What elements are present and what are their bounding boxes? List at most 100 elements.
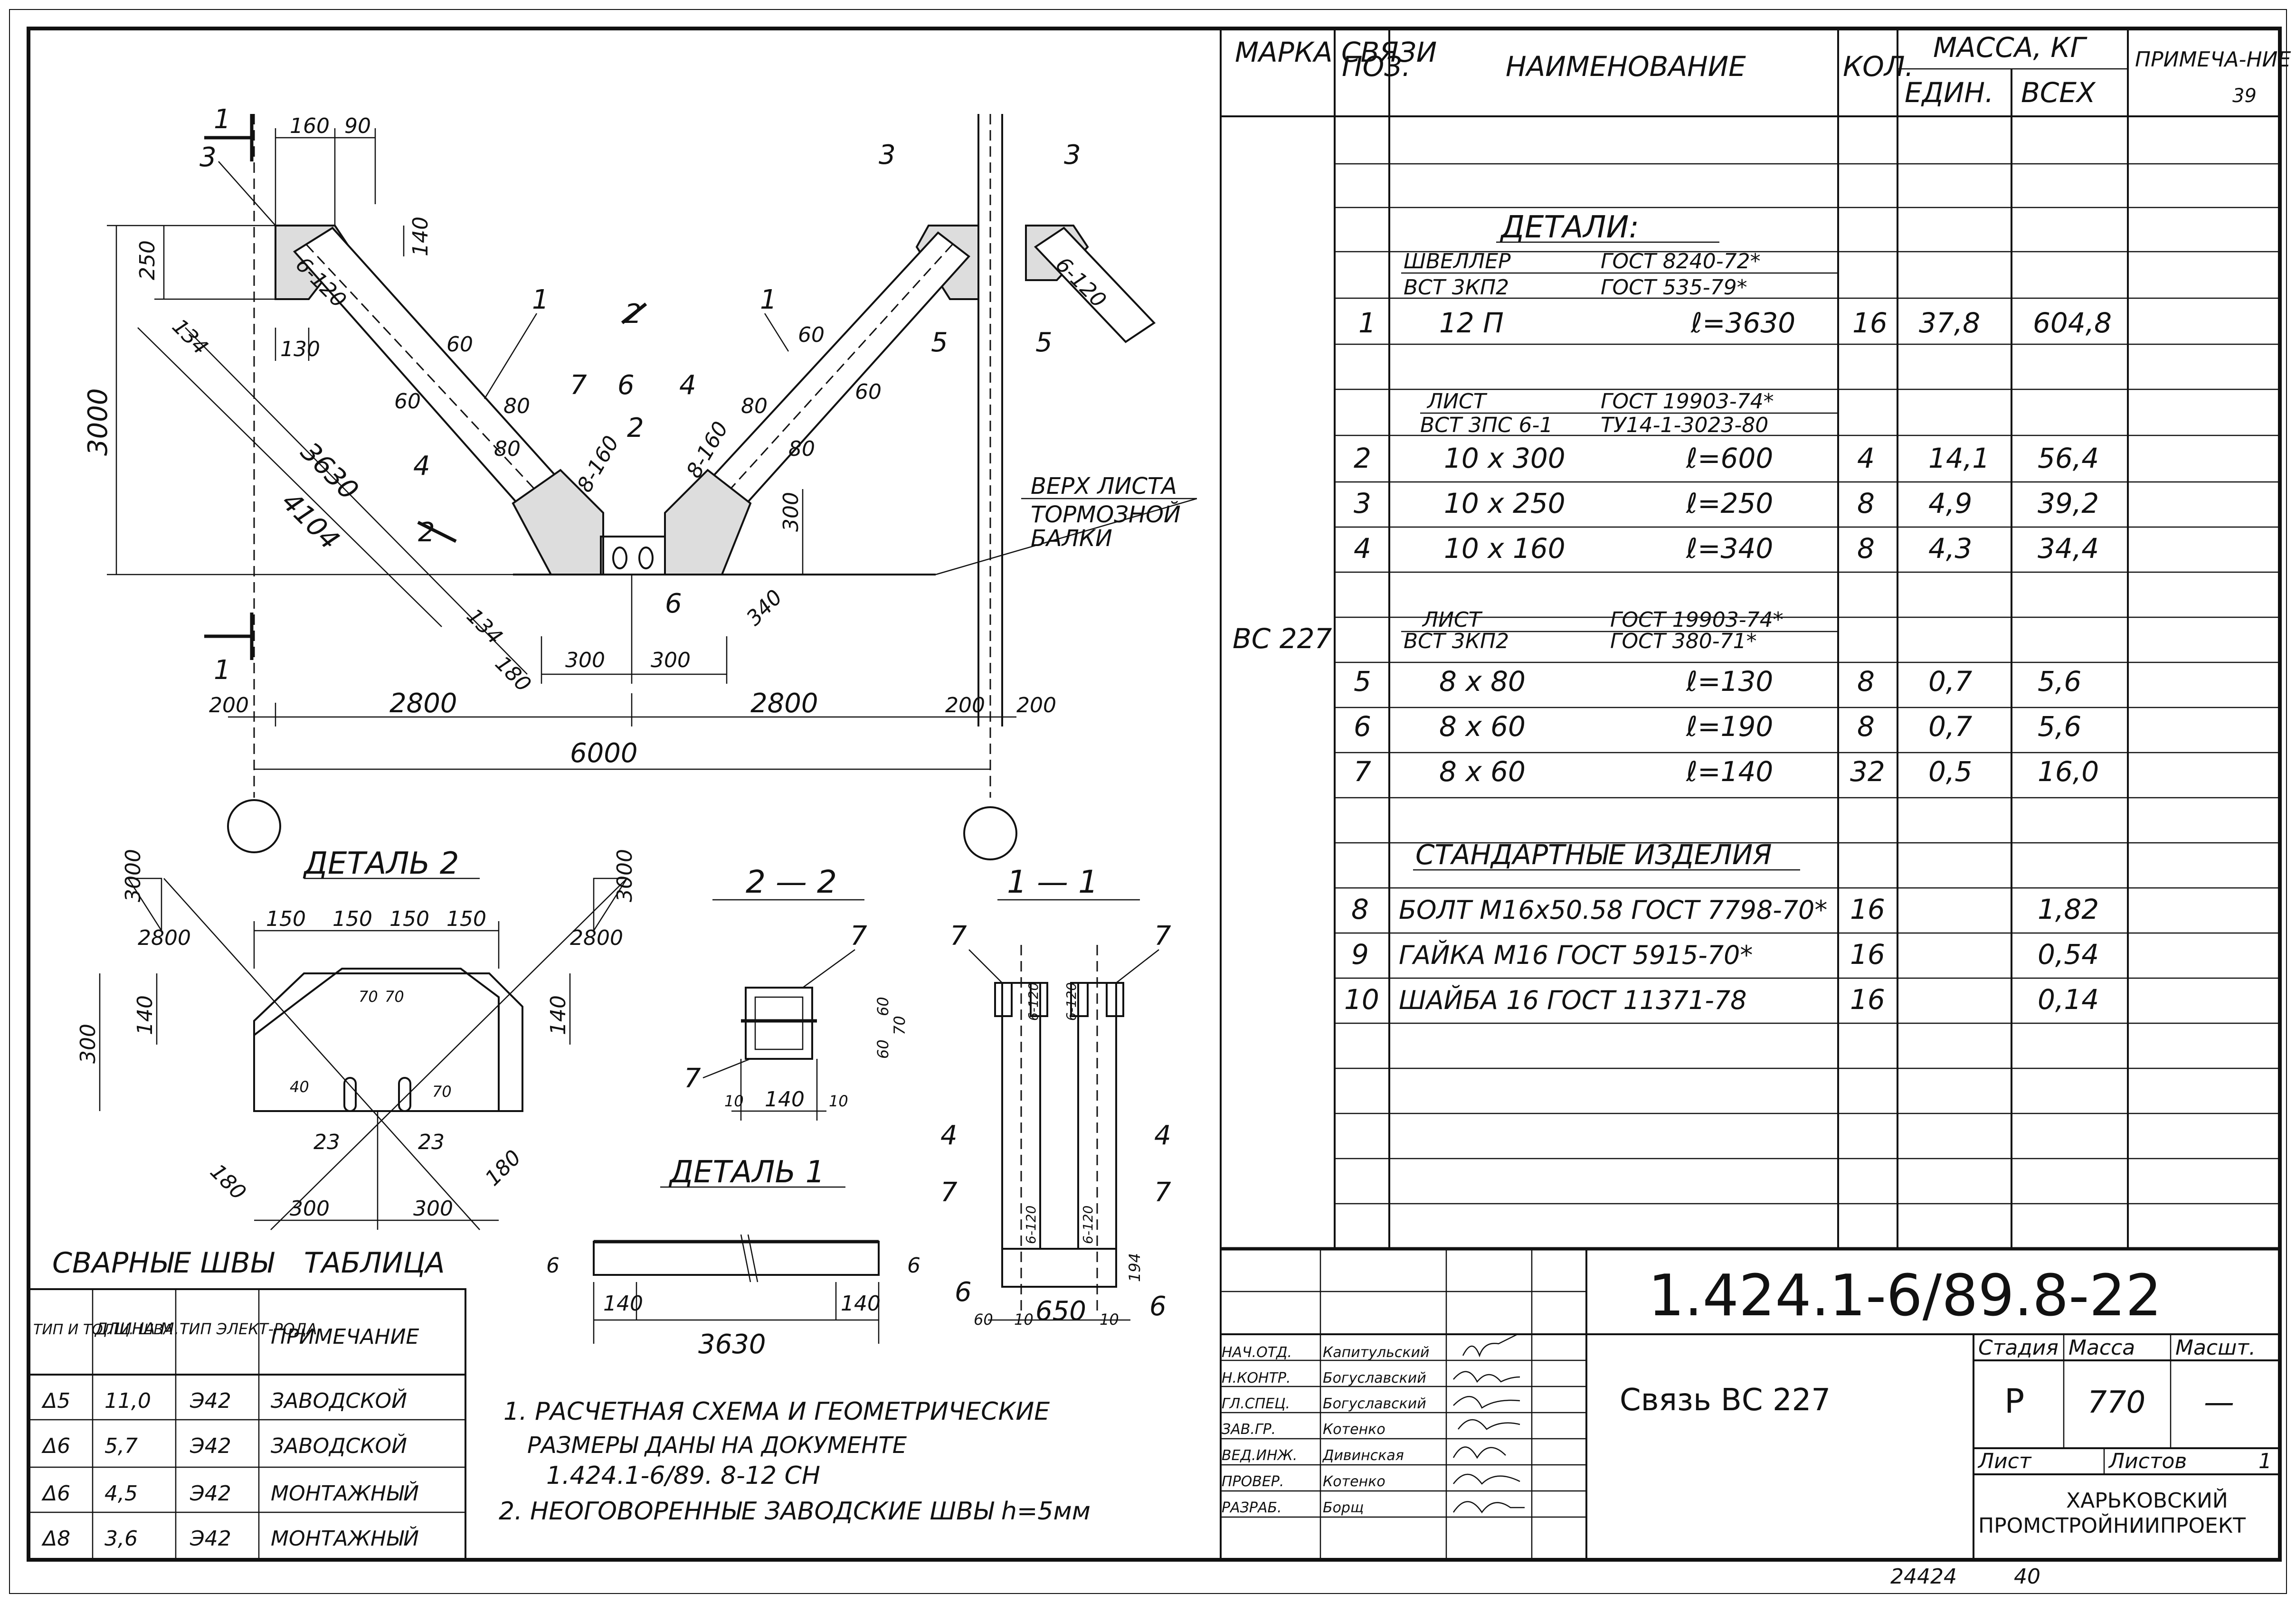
row6-total: 5,6 [2038, 710, 2081, 743]
hdr-name: НАИМЕНОВАНИЕ [1506, 50, 1746, 83]
d2-300-b: 300 [413, 1197, 453, 1221]
signature-2 [1453, 1371, 1520, 1383]
g1-l1-left: ШВЕЛЛЕР [1404, 249, 1511, 273]
row8-pos: 8 [1351, 893, 1369, 925]
sec22-70: 70 [891, 1016, 909, 1035]
sec22-60-b: 60 [874, 1039, 892, 1059]
weld-r2-note: ЗАВОДСКОЙ [271, 1433, 407, 1458]
sec22-pos7-a: 7 [850, 921, 867, 952]
pos-1-left: 1 [532, 284, 549, 315]
sec11-w2: 6-120 [1063, 982, 1079, 1021]
brake-note-1: ВЕРХ ЛИСТА [1031, 473, 1177, 500]
row9-total: 0,54 [2038, 938, 2099, 971]
g2-l2-right: ТУ14-1-3023-80 [1601, 413, 1768, 437]
signature-7 [1452, 1501, 1525, 1514]
weld-r4-note: МОНТАЖНЫЙ [271, 1526, 419, 1551]
sheets-value: 1 [2258, 1449, 2272, 1473]
spec-row-lines [1335, 163, 2280, 1205]
row4-pos: 4 [1354, 532, 1371, 565]
hdr-note-num: 39 [2232, 85, 2257, 107]
dim-3000: 3000 [83, 388, 114, 456]
role-3-name: Богуславский [1323, 1396, 1426, 1412]
footer-left-number: 24424 [1890, 1565, 1957, 1589]
role-6: ПРОВЕР. [1222, 1473, 1284, 1490]
d2-3000-r: 3000 [613, 849, 637, 902]
dim-80-a: 80 [503, 394, 530, 418]
sec11-pos7-tl: 7 [950, 921, 967, 952]
sec11-10-b: 10 [1100, 1311, 1119, 1329]
d1-6-a: 6 [546, 1254, 560, 1278]
d2-300-a: 300 [290, 1197, 330, 1221]
weld-r1-el: Э42 [190, 1389, 231, 1413]
d2-150-b: 150 [332, 907, 372, 931]
dim-80-d: 80 [788, 437, 815, 461]
row9-qty: 16 [1850, 938, 1885, 971]
signature-5 [1452, 1446, 1506, 1459]
dim-134-b: 134 [462, 604, 507, 649]
g1-l2-left: ВСТ 3КП2 [1404, 275, 1509, 300]
sec11-650: 650 [1035, 1296, 1086, 1327]
row7-qty: 32 [1850, 755, 1885, 788]
org-line2: ПРОМСТРОЙНИИПРОЕКТ [1978, 1513, 2246, 1538]
pos-3-right-a: 3 [879, 140, 896, 170]
weld-r2-type: Δ6 [41, 1434, 70, 1458]
welds-hdr-el: ТИП ЭЛЕКТ-РОДА [180, 1320, 317, 1338]
cut-2-bottom: 2 [418, 517, 435, 548]
detail1-channel [593, 1241, 880, 1276]
row5-qty: 8 [1857, 665, 1875, 698]
row2-unit: 14,1 [1928, 442, 1990, 474]
drawing-frame [27, 27, 2282, 1562]
sec22-channel [745, 987, 813, 1060]
sec11-pos7-br: 7 [1154, 1177, 1171, 1208]
role-5: ВЕД.ИНЖ. [1222, 1447, 1297, 1464]
dim-6000: 6000 [570, 738, 638, 769]
g3-l1-left: ЛИСТ [1422, 608, 1483, 632]
hdr-note: ПРИМЕЧА-НИЕ [2135, 47, 2291, 72]
pos-2: 2 [627, 413, 644, 443]
doc-code: 1.424.1-6/89.8-22 [1648, 1263, 2162, 1329]
weld-r1-note: ЗАВОДСКОЙ [271, 1388, 407, 1413]
section-std: СТАНДАРТНЫЕ ИЗДЕЛИЯ [1415, 839, 1772, 871]
scale-label: Масшт. [2175, 1336, 2256, 1360]
dim-300-a: 300 [565, 648, 605, 672]
pos-7: 7 [570, 370, 587, 401]
role-1-name: Капитульский [1323, 1344, 1430, 1361]
hdr-pos: ПОЗ. [1342, 50, 1411, 83]
outer-frame [9, 9, 2287, 1594]
doc-title: Связь ВС 227 [1620, 1383, 1831, 1418]
axis-bubble-right [963, 806, 1017, 860]
d2-3000-l: 3000 [121, 849, 145, 902]
g2-l1-right: ГОСТ 19903-74* [1601, 389, 1774, 414]
weld-r4-el: Э42 [190, 1527, 231, 1551]
dim-250: 250 [135, 240, 160, 280]
note-1-line3: 1.424.1-6/89. 8-12 СН [546, 1462, 820, 1490]
d2-180-l: 180 [205, 1160, 250, 1205]
dim-80-b: 80 [741, 394, 768, 418]
role-list: НАЧ.ОТД. Капитульский Н.КОНТР. Богуславс… [1222, 1344, 1430, 1516]
g3-l2-left: ВСТ 3КП2 [1404, 629, 1509, 653]
cut-1-top: 1 [214, 104, 231, 135]
row3-qty: 8 [1857, 487, 1875, 519]
g2-l2-left: ВСТ 3ПС 6-1 [1420, 413, 1553, 437]
dim-200-l: 200 [209, 693, 249, 717]
specification-table: МАРКА СВЯЗИ ПОЗ. НАИМЕНОВАНИЕ КОЛ. МАССА… [1220, 28, 2291, 1560]
d2-2800-l: 2800 [138, 926, 191, 950]
row5-total: 5,6 [2038, 665, 2081, 698]
row1-len: ℓ=3630 [1690, 307, 1795, 339]
role-5-name: Дивинская [1322, 1447, 1404, 1464]
role-4-name: Котенко [1323, 1421, 1385, 1438]
axis-bubble-left [227, 799, 281, 853]
mass-label: Масса [2068, 1336, 2135, 1360]
dim-180: 180 [490, 651, 535, 697]
note-1-line1: 1. РАСЧЕТНАЯ СХЕМА И ГЕОМЕТРИЧЕСКИЕ [503, 1397, 1050, 1426]
welds-hdr-len: ДЛИНА М. [94, 1320, 179, 1339]
dim-60-b: 60 [394, 389, 421, 414]
welds-title2: ТАБЛИЦА [304, 1246, 445, 1280]
sec22-10-a: 10 [724, 1092, 744, 1110]
dim-130: 130 [280, 337, 320, 361]
row8-total: 1,82 [2038, 893, 2099, 925]
sec11-w1: 6-120 [1025, 982, 1041, 1021]
dim-134: 134 [167, 314, 212, 359]
g1-l1-right: ГОСТ 8240-72* [1601, 249, 1761, 273]
